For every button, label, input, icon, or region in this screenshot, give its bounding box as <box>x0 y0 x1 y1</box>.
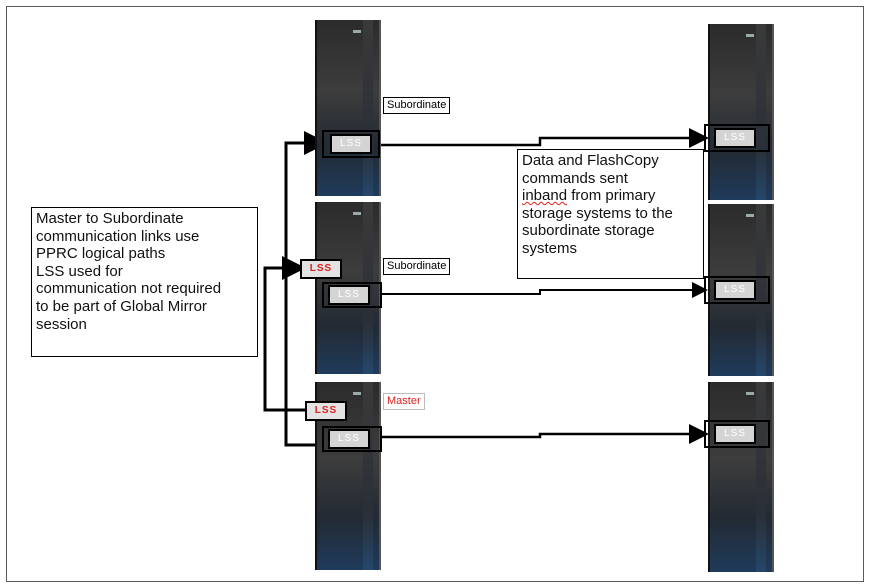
note-line: Master to Subordinate <box>36 210 253 228</box>
lss-comm-primary-mid: LSS <box>300 259 342 279</box>
data-path-mid <box>379 290 704 294</box>
data-path-bottom <box>380 434 704 437</box>
subordinate-label-top: Subordinate <box>383 97 450 114</box>
note-line: commands sent <box>522 170 699 188</box>
note-line: systems <box>522 240 699 258</box>
note-line: storage systems to the <box>522 205 699 223</box>
note-line: LSS used for <box>36 263 253 281</box>
note-line: Data and FlashCopy <box>522 152 699 170</box>
lss-secondary-top: LSS <box>714 128 756 148</box>
ibm-logo-icon <box>353 392 361 395</box>
note-line: inband from primary <box>522 187 699 205</box>
ibm-logo-icon <box>746 34 754 37</box>
note-line-rest: from primary <box>567 187 655 204</box>
cabinet-side-panel <box>756 24 766 200</box>
subordinate-label-mid: Subordinate <box>383 258 450 275</box>
spellcheck-word: inband <box>522 187 567 204</box>
data-path-top <box>379 138 704 145</box>
note-line: communication links use <box>36 228 253 246</box>
master-subordinate-note: Master to Subordinate communication link… <box>31 207 258 357</box>
lss-secondary-bottom: LSS <box>714 424 756 444</box>
cabinet-side-panel <box>756 382 766 572</box>
note-line: subordinate storage <box>522 222 699 240</box>
note-line: communication not required <box>36 280 253 298</box>
data-flashcopy-note: Data and FlashCopy commands sent inband … <box>517 149 704 279</box>
master-label: Master <box>383 393 425 410</box>
cabinet-side-panel <box>363 20 373 196</box>
note-line: PPRC logical paths <box>36 245 253 263</box>
secondary-storage-bottom <box>708 382 774 572</box>
secondary-storage-top <box>708 24 774 200</box>
lss-primary-top: LSS <box>330 134 372 154</box>
ibm-logo-icon <box>746 214 754 217</box>
cabinet-side-panel <box>363 382 373 570</box>
ibm-logo-icon <box>353 30 361 33</box>
lss-secondary-mid: LSS <box>714 280 756 300</box>
ibm-logo-icon <box>746 392 754 395</box>
primary-storage-top <box>315 20 381 196</box>
note-line: to be part of Global Mirror <box>36 298 253 316</box>
lss-comm-master: LSS <box>305 401 347 421</box>
ibm-logo-icon <box>353 212 361 215</box>
note-line: session <box>36 316 253 334</box>
lss-primary-bottom: LSS <box>328 429 370 449</box>
lss-primary-mid: LSS <box>328 285 370 305</box>
